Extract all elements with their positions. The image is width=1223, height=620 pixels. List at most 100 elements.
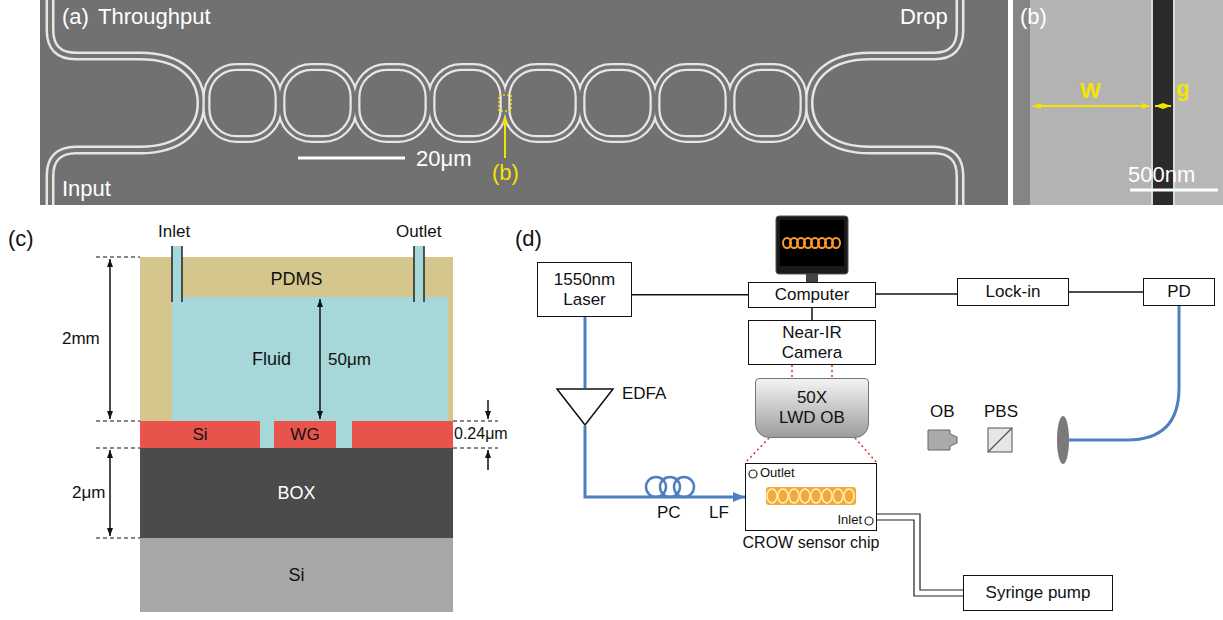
ring-core [507, 67, 579, 139]
ring-resonator [657, 67, 729, 139]
dimension-arrow [487, 450, 489, 470]
node-text: WG [290, 425, 319, 445]
triangle-outline [556, 388, 614, 426]
port-hole [749, 470, 757, 478]
scale-bar [298, 157, 405, 160]
objective-symbol [928, 430, 957, 450]
ring-core [732, 67, 804, 139]
silicon-slab: Si [140, 421, 260, 448]
signal-wire [1069, 291, 1143, 293]
ring-core [357, 67, 429, 139]
optical-path [745, 438, 877, 463]
laser-box: 1550nm Laser [537, 262, 632, 317]
tube-wall [413, 246, 415, 302]
ring-image [844, 489, 854, 503]
port-label: Throughput [98, 4, 211, 29]
ring-resonator [732, 67, 804, 139]
ring-core [432, 67, 504, 139]
dimension-guide [96, 448, 140, 449]
dimension-guide [96, 421, 140, 422]
tube-wall [423, 246, 425, 302]
port-label: Outlet [396, 222, 441, 242]
ring-image [789, 489, 799, 503]
bus-waveguide-core [50, 0, 201, 205]
photodetector-box: PD [1143, 278, 1215, 306]
node-text: Fluid [252, 349, 291, 370]
dimension-arrow [319, 299, 321, 419]
scale-label: 500nm [1128, 162, 1195, 187]
fluid-tubing [877, 514, 963, 596]
ring-resonator [507, 67, 579, 139]
node-text: Near-IR Camera [762, 323, 862, 362]
ring-image [778, 489, 788, 503]
ring-image [822, 489, 832, 503]
component-label: OB [930, 402, 955, 422]
syringe-pump-box: Syringe pump [963, 575, 1113, 611]
sem-background [40, 0, 1008, 205]
tube-wall [171, 246, 173, 302]
amplifier-symbol [557, 389, 613, 425]
component-label: PBS [984, 402, 1018, 422]
sensor-chip: OutletInletCROW sensor chip [745, 463, 877, 531]
monitor [776, 216, 848, 274]
node-text: BOX [277, 483, 315, 504]
ring-image [811, 489, 821, 503]
ring-core [282, 67, 354, 139]
outlet-tube [414, 246, 424, 302]
sem-background [1013, 0, 1223, 205]
ring-resonator [432, 67, 504, 139]
ring-core [207, 67, 279, 139]
node-text: EDFA [622, 384, 666, 404]
pdms-layer: PDMS Fluid [140, 257, 453, 421]
dimension-label: W [1080, 78, 1101, 103]
node-text: Computer [775, 285, 850, 305]
ring-core [582, 67, 654, 139]
signal-wire [811, 308, 813, 320]
bus-waveguide-core [809, 0, 960, 205]
node-text: Si [288, 565, 304, 586]
node-text: Outlet [760, 466, 795, 481]
ring-image [832, 238, 840, 248]
scale-bar [1130, 189, 1218, 192]
waveguide-core: WG [274, 421, 336, 448]
dimension-arrow [109, 450, 111, 536]
dimension-label: 2mm [62, 329, 100, 349]
node-text: Lock-in [986, 282, 1041, 302]
connector-label: LF [709, 503, 729, 523]
node-text: Si [192, 425, 207, 445]
dimension-arrow [487, 400, 489, 419]
gap-dimension [1155, 105, 1171, 107]
scale-label: 20μm [416, 146, 471, 171]
fluid-gap [140, 421, 453, 448]
node-text: PDMS [270, 269, 322, 290]
zoom-arrow [504, 116, 506, 158]
port-label: Inlet [158, 222, 190, 242]
dimension-guide [453, 421, 498, 422]
panel-label: (a) [62, 4, 89, 29]
optical-path [792, 365, 832, 378]
crow-chain-image [766, 487, 856, 505]
collection-lens [1057, 416, 1069, 464]
dimension-label: 50μm [328, 350, 371, 370]
node-text: Inlet [837, 513, 862, 528]
node-text: CROW sensor chip [743, 534, 880, 552]
camera-box: Near-IR Camera [748, 320, 876, 365]
width-dimension [1033, 105, 1150, 107]
panel-label: (c) [8, 226, 34, 251]
buried-oxide-layer: BOX [140, 448, 453, 538]
ring-resonator [207, 67, 279, 139]
lock-in-box: Lock-in [957, 278, 1069, 306]
zoom-label: (b) [492, 160, 519, 185]
panel-label: (b) [1020, 4, 1047, 29]
dimension-arrow [109, 259, 111, 419]
dimension-label: g [1176, 76, 1189, 101]
node-text: 1550nm Laser [545, 270, 625, 309]
node-text: Syringe pump [986, 583, 1091, 603]
dimension-guide [96, 538, 140, 539]
dimension-guide [96, 257, 140, 258]
amplifier-triangle: EDFA [556, 388, 614, 426]
port-hole [865, 517, 873, 525]
ring-resonator [582, 67, 654, 139]
fluid-fill [172, 297, 448, 421]
